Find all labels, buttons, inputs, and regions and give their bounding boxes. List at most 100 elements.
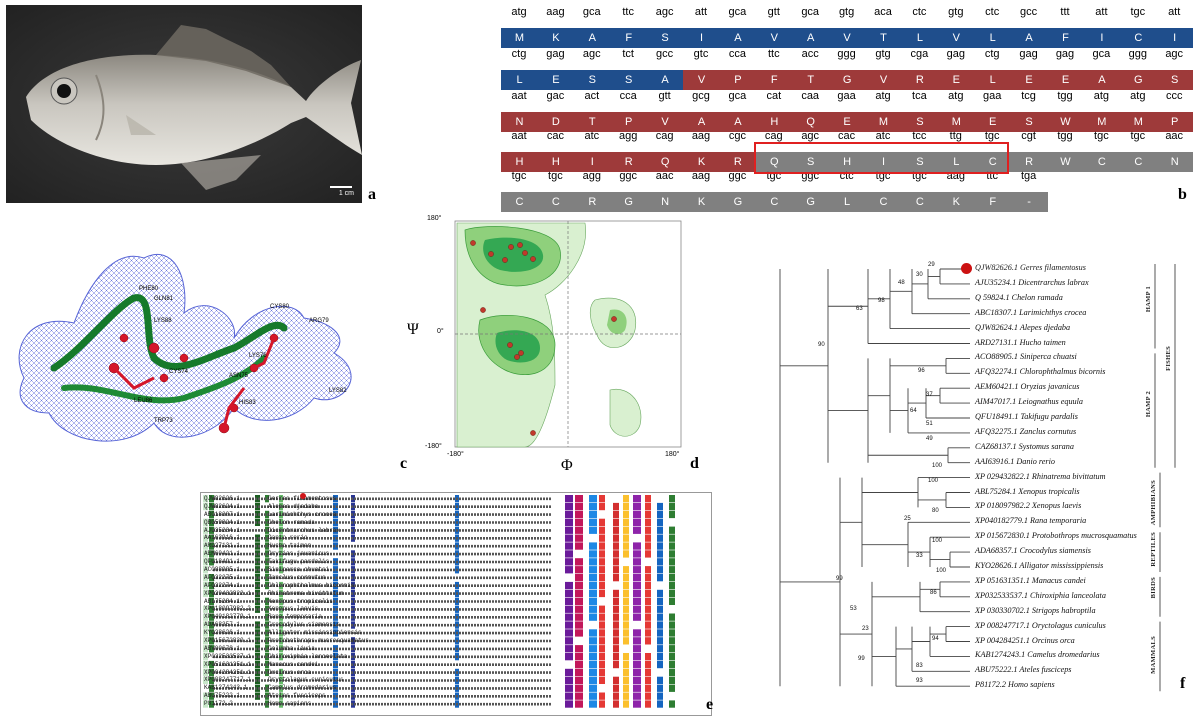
alignment-cell [633, 495, 641, 503]
alignment-cell [633, 566, 641, 574]
alignment-cell [589, 510, 597, 519]
alignment-cell [255, 581, 260, 590]
alignment-cell [623, 597, 629, 605]
alignment-cell [589, 684, 597, 692]
alignment-cell [589, 700, 597, 708]
codon: att [1168, 6, 1181, 18]
alignment-cell [589, 660, 597, 669]
alignment-cell [657, 589, 663, 598]
tree-leaf-label: AIM47017.1 Leiognathus equula [975, 397, 1084, 407]
alignment-cell [203, 605, 208, 613]
alignment-cell [623, 692, 629, 700]
alignment-cell [633, 629, 641, 637]
codon: cca [728, 48, 746, 60]
codon: aag [546, 6, 565, 18]
alignment-cell [209, 684, 214, 692]
alignment-cell [333, 510, 338, 519]
codon: atg [875, 90, 891, 102]
tree-leaf-label: P81172.2 Homo sapiens [975, 680, 1055, 690]
bootstrap-value: 33 [916, 553, 923, 559]
alignment-cell [255, 676, 260, 684]
residue-label: GLN81 [154, 296, 174, 302]
alignment-cell [613, 629, 619, 637]
alignment-cell [203, 574, 208, 582]
alignment-cell [623, 589, 629, 598]
codon: cca [619, 90, 637, 102]
alignment-cell [333, 645, 338, 653]
amino-acid: S [646, 28, 684, 48]
alignment-cell [645, 637, 651, 645]
codon: cga [910, 48, 929, 60]
amino-acid: R [610, 152, 648, 172]
alignment-cell [209, 558, 214, 566]
codon: aat [511, 130, 527, 142]
accession: ARD27131.1 [204, 542, 241, 550]
alignment-cell [565, 700, 573, 708]
tree-leaf-label: XP032533537.1 Chiroxiphia lanceolata [975, 590, 1106, 600]
codon: att [694, 6, 708, 18]
group-label: FISHES [1165, 345, 1172, 371]
alignment-cell [575, 542, 583, 550]
alignment-cell [209, 510, 214, 519]
fish-photo: 1 cm [6, 5, 362, 203]
tree-leaf-label: ADA68357.1 Crocodylus siamensis [975, 546, 1091, 556]
codon: atc [875, 130, 891, 142]
alignment-cell [575, 676, 583, 684]
bootstrap-value: 90 [818, 342, 825, 348]
amino-acid: E [537, 70, 575, 90]
alignment-cell [657, 558, 663, 566]
codon: ttc [767, 48, 780, 60]
accession: KAB1274243.1 [204, 684, 248, 692]
panel-label-c: c [400, 455, 408, 472]
amino-acid: E [1010, 70, 1048, 90]
alignment-cell [669, 550, 675, 558]
alignment-cell [565, 637, 573, 645]
accession: ABU75222.1 [204, 692, 241, 700]
amino-acid: E [1047, 70, 1084, 90]
amino-acid: L [974, 28, 1012, 48]
alignment-cell [599, 676, 605, 684]
alignment-cell [209, 589, 214, 598]
bootstrap-value: 49 [926, 436, 933, 442]
codon: tca [912, 90, 927, 102]
group-label: AMPHIBIANS [1150, 479, 1157, 526]
alignment-cell [657, 566, 663, 574]
bootstrap-value: 98 [878, 298, 885, 304]
alignment-cell [575, 558, 583, 566]
amino-acid: H [755, 112, 793, 132]
alignment-cell [645, 589, 651, 598]
amino-acid: L [937, 152, 975, 172]
tree-leaf-label: CAZ68137.1 Systomus sarana [975, 441, 1074, 451]
panel-label-b: b [1178, 186, 1187, 203]
codon: aat [511, 90, 527, 102]
group-label: BIRDS [1150, 576, 1157, 599]
amino-acid: K [683, 192, 720, 212]
alignment-cell [333, 574, 338, 582]
tree-leaf-label: XP 015672830.1 Protobothrops mucrosquama… [975, 531, 1137, 541]
accession: ADA68357.1 [204, 621, 241, 629]
alignment-cell [599, 653, 605, 661]
species: Columba livia [268, 644, 315, 652]
alignment-cell [633, 676, 641, 684]
alignment-cell [255, 605, 260, 613]
tree-leaf-label: AJU35234.1 Dicentrarchus labrax [975, 277, 1089, 287]
codon: tgc [984, 130, 1000, 142]
amino-acid: V [755, 28, 793, 48]
amino-acid: H [828, 152, 866, 172]
alignment-cell [575, 660, 583, 669]
alignment-cell [599, 550, 605, 558]
bootstrap-value: 25 [904, 516, 911, 522]
species: Larimichthys crocea [268, 510, 337, 518]
alignment-cell [203, 542, 208, 550]
codon: aag [691, 130, 711, 142]
tree-leaf-label: AEM60421.1 Oryzias javanicus [975, 382, 1080, 392]
codon: cgc [728, 130, 746, 142]
tree-leaf-label: AFQ32275.1 Zanclus cornutus [975, 426, 1077, 436]
alignment-cell [623, 605, 629, 613]
alignment-cell [575, 692, 583, 700]
alignment-cell [669, 510, 675, 519]
alignment-cell [633, 692, 641, 700]
alignment-cell [565, 668, 573, 677]
